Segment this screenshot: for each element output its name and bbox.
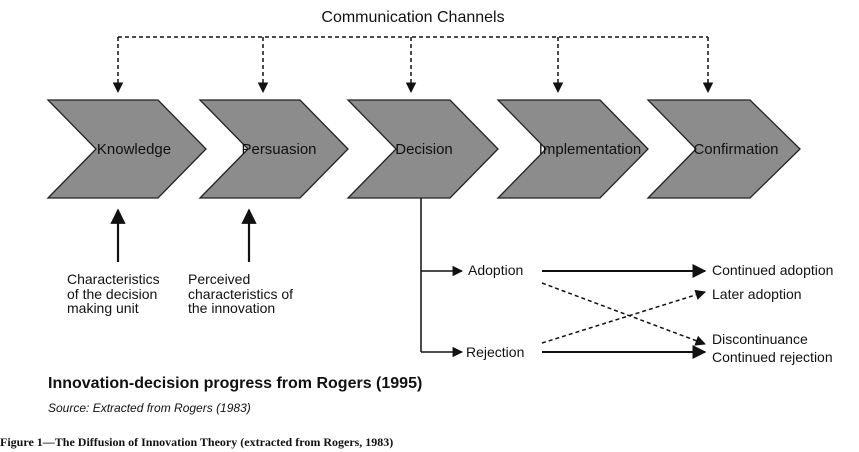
stage-knowledge: Knowledge (46, 99, 207, 199)
rejection-label: Rejection (466, 344, 524, 360)
stage-confirmation: Confirmation (646, 99, 801, 199)
persuasion-input-line-2: characteristics of (188, 286, 293, 302)
continued-adoption-label: Continued adoption (712, 262, 833, 278)
stage-persuasion: Persuasion (198, 99, 349, 199)
knowledge-input-note: Characteristics of the decision making u… (67, 271, 160, 316)
communication-channels-label: Communication Channels (321, 9, 504, 26)
stage-decision-label: Decision (395, 141, 453, 158)
stage-decision-shape (346, 99, 499, 199)
knowledge-input-line-2: of the decision (67, 286, 157, 302)
stage-confirmation-label: Confirmation (693, 141, 778, 158)
knowledge-input-line-1: Characteristics (67, 271, 160, 287)
diagram-title: Innovation-decision progress from Rogers… (48, 375, 422, 392)
rejection-to-later-adoption-arrow (541, 289, 707, 344)
stage-decision: Decision (346, 99, 499, 199)
adoption-to-discontinuance-arrow (541, 282, 706, 346)
stage-implementation: Implementation (496, 99, 649, 199)
stage-implementation-shape (496, 99, 649, 199)
persuasion-input-line-3: the innovation (188, 300, 275, 316)
stage-persuasion-label: Persuasion (241, 141, 316, 158)
persuasion-input-note: Perceived characteristics of the innovat… (188, 271, 293, 316)
discontinuance-label: Discontinuance (712, 331, 808, 347)
adoption-label: Adoption (468, 262, 523, 278)
diagram-source: Source: Extracted from Rogers (1983) (48, 401, 251, 415)
stage-knowledge-label: Knowledge (97, 141, 171, 158)
decision-branch (420, 198, 464, 358)
stage-knowledge-shape (46, 99, 207, 199)
figure-caption: Figure 1—The Diffusion of Innovation The… (0, 435, 393, 449)
persuasion-input-line-1: Perceived (188, 271, 250, 287)
stage-persuasion-shape (198, 99, 349, 199)
later-adoption-label: Later adoption (712, 286, 802, 302)
communication-channels-bracket (112, 36, 714, 94)
results: Continued adoption Later adoption Discon… (712, 262, 833, 365)
continued-rejection-label: Continued rejection (712, 349, 833, 365)
knowledge-input-line-3: making unit (67, 300, 139, 316)
stage-implementation-label: Implementation (539, 141, 642, 158)
stage-confirmation-shape (646, 99, 801, 199)
